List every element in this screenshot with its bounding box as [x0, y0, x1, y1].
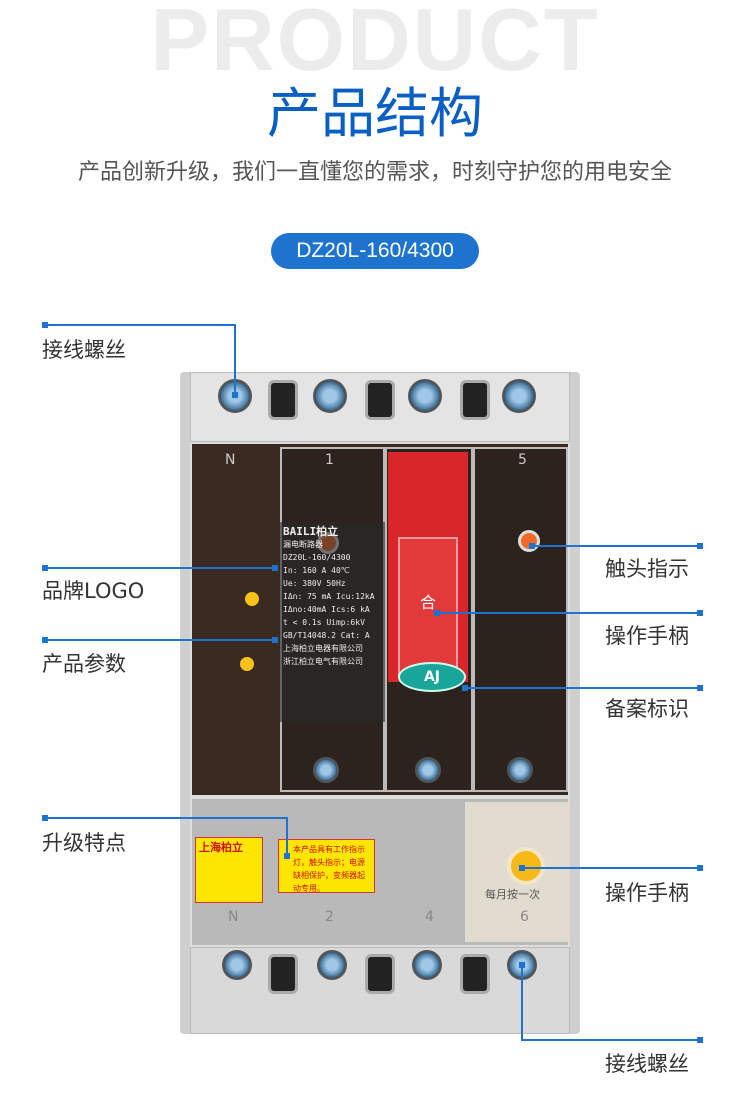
- brand-sticker: 上海柏立: [195, 837, 263, 903]
- callout-test-button: 操作手柄: [605, 881, 689, 905]
- callout-wiring-screw-top: 接线螺丝: [42, 338, 126, 362]
- nameplate-line: 上海柏立电器有限公司: [283, 644, 363, 653]
- callout-line: [521, 965, 700, 1041]
- page-title: 产品结构: [267, 82, 483, 145]
- terminal-hole: [460, 954, 490, 994]
- terminal-hole: [365, 380, 395, 420]
- nameplate-line: 浙江柏立电气有限公司: [283, 657, 363, 666]
- callout-upgrade-features: 升级特点: [42, 831, 126, 855]
- pole-compartment: [473, 447, 568, 792]
- callout-dot: [519, 865, 525, 871]
- callout-dot: [462, 685, 468, 691]
- callout-line: [45, 324, 236, 395]
- terminal-hole: [460, 380, 490, 420]
- terminal-hole: [365, 954, 395, 994]
- circuit-breaker-image: N 1 3 5 合 AJ BAILI柏立 漏电断路器 DZ20L-160/430…: [180, 372, 580, 1034]
- record-label-aj: AJ: [398, 662, 466, 692]
- callout-dot: [272, 565, 278, 571]
- terminal-label: 4: [425, 909, 434, 925]
- callout-dot: [697, 865, 703, 871]
- terminal-label: 1: [325, 452, 334, 468]
- terminal-screw: [412, 950, 442, 980]
- handle-cap: 合: [398, 537, 458, 677]
- terminal-screw: [408, 379, 442, 413]
- callout-dot: [42, 815, 48, 821]
- terminal-screw: [222, 950, 252, 980]
- callout-contact-indicator: 触头指示: [605, 557, 689, 581]
- terminal-screw: [317, 950, 347, 980]
- terminal-label: N: [225, 452, 236, 468]
- callout-dot: [529, 543, 535, 549]
- indicator-lamp: [245, 592, 259, 606]
- model-badge: DZ20L-160/4300: [271, 233, 479, 269]
- terminal-screw: [313, 379, 347, 413]
- callout-dot: [42, 565, 48, 571]
- background-watermark-text: PRODUCT: [150, 0, 600, 89]
- callout-dot: [697, 610, 703, 616]
- callout-wiring-screw-bottom: 接线螺丝: [605, 1052, 689, 1076]
- callout-dot: [434, 610, 440, 616]
- callout-operating-handle: 操作手柄: [605, 624, 689, 648]
- nameplate-line: 漏电断路器: [283, 540, 323, 549]
- callout-dot: [519, 962, 525, 968]
- callout-dot: [232, 392, 238, 398]
- page-subtitle: 产品创新升级，我们一直懂您的需求，时刻守护您的用电安全: [77, 160, 672, 185]
- callout-dot: [697, 685, 703, 691]
- terminal-label: 2: [325, 909, 334, 925]
- callout-product-params: 产品参数: [42, 652, 126, 676]
- callout-line: [45, 817, 288, 856]
- terminal-screw: [502, 379, 536, 413]
- indicator-lamp: [240, 657, 254, 671]
- callout-dot: [284, 853, 290, 859]
- nameplate-line: Ue: 380V 50Hz: [283, 579, 346, 588]
- callout-record-label: 备案标识: [605, 697, 689, 721]
- test-note: 每月按一次: [485, 888, 540, 901]
- screw: [415, 757, 441, 783]
- nameplate-line: t < 0.1s Uimp:6kV: [283, 618, 365, 627]
- nameplate-line: GB/T14048.2 Cat: A: [283, 631, 370, 640]
- terminal-hole: [268, 954, 298, 994]
- callout-dot: [697, 543, 703, 549]
- nameplate-line: DZ20L-160/4300: [283, 553, 351, 562]
- test-button: [507, 847, 545, 885]
- callout-dot: [42, 637, 48, 643]
- terminal-hole: [268, 380, 298, 420]
- callout-dot: [272, 637, 278, 643]
- handle-char: 合: [419, 593, 436, 612]
- nameplate: BAILI柏立 漏电断路器 DZ20L-160/4300 In: 160 A 4…: [280, 522, 385, 722]
- terminal-label: 6: [520, 909, 529, 925]
- terminal-label: 5: [518, 452, 527, 468]
- nameplate-line: IΔn: 75 mA Icu:12kA: [283, 592, 375, 601]
- screw: [507, 757, 533, 783]
- nameplate-line: IΔno:40mA Ics:6 kA: [283, 605, 370, 614]
- brand-logo: BAILI柏立: [283, 525, 339, 538]
- feature-sticker: 本产品具有工作指示灯，触头指示；电源缺相保护，变频器起动专用。: [278, 839, 375, 893]
- callout-dot: [697, 1037, 703, 1043]
- terminal-label: N: [228, 909, 239, 925]
- callout-brand-logo: 品牌LOGO: [42, 579, 145, 603]
- nameplate-line: In: 160 A 40℃: [283, 566, 350, 575]
- callout-dot: [42, 322, 48, 328]
- screw: [313, 757, 339, 783]
